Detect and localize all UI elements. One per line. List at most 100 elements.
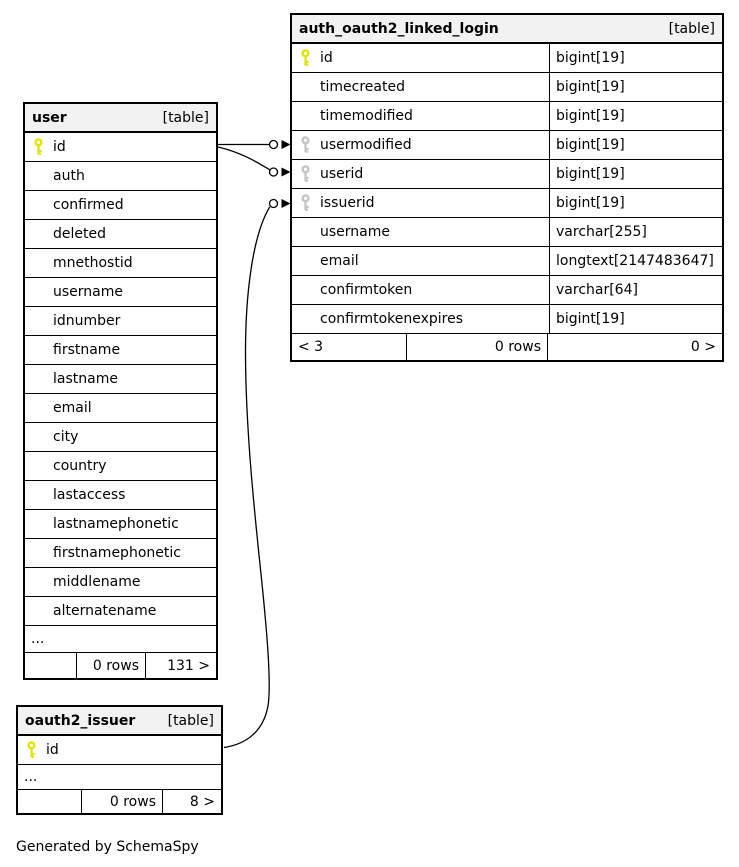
column-name: timecreated [320, 79, 405, 95]
column-name: confirmtoken [320, 282, 413, 298]
column-row-username[interactable]: username [25, 278, 216, 307]
primary-key-icon [34, 138, 43, 155]
foreign-key-icon [301, 194, 310, 211]
row-count: 0 rows [407, 334, 548, 360]
row-count: 0 rows [77, 653, 146, 678]
related-right-count: 131 > [167, 657, 210, 674]
column-row-userid[interactable]: userid bigint[19] [292, 160, 722, 189]
column-type: varchar[255] [556, 224, 647, 240]
column-name: deleted [53, 226, 106, 242]
column-name: username [320, 224, 390, 240]
column-name: userid [320, 166, 364, 182]
column-row-email[interactable]: email longtext[2147483647] [292, 247, 722, 276]
related-right-count: 8 > [189, 793, 215, 810]
column-type: bigint[19] [556, 79, 625, 95]
column-list: id [18, 736, 221, 765]
column-row-idnumber[interactable]: idnumber [25, 307, 216, 336]
table-footer: 0 rows 131 > [25, 653, 216, 678]
related-left-count [25, 653, 77, 678]
column-row-id[interactable]: id [25, 133, 216, 162]
row-count: 0 rows [82, 790, 163, 813]
column-row-lastname[interactable]: lastname [25, 365, 216, 394]
zero-or-one-circle [268, 167, 279, 177]
column-name: idnumber [53, 313, 121, 329]
table-name: auth_oauth2_linked_login [299, 20, 499, 37]
table-name: user [32, 109, 67, 126]
column-row-lastnamephonetic[interactable]: lastnamephonetic [25, 510, 216, 539]
ellipsis-row: ... [25, 626, 216, 653]
column-row-firstname[interactable]: firstname [25, 336, 216, 365]
table-oauth2_issuer[interactable]: oauth2_issuer [table] id ... 0 rows 8 > [16, 705, 223, 815]
column-row-middlename[interactable]: middlename [25, 568, 216, 597]
column-name: email [320, 253, 359, 269]
column-row-auth[interactable]: auth [25, 162, 216, 191]
table-type-badge: [table] [162, 109, 209, 126]
generated-by-note: Generated by SchemaSpy [16, 839, 199, 855]
column-type: bigint[19] [556, 108, 625, 124]
column-name: confirmed [53, 197, 124, 213]
column-row-id[interactable]: id [18, 736, 221, 765]
fk-connector-user-id-usermodified [218, 139, 291, 150]
fk-connector-user-id-userid [217, 146, 291, 177]
foreign-key-icon [301, 165, 310, 182]
column-name: timemodified [320, 108, 413, 124]
table-footer: 0 rows 8 > [18, 790, 221, 813]
column-type: bigint[19] [556, 166, 625, 182]
column-name: username [53, 284, 123, 300]
column-name: lastnamephonetic [53, 516, 179, 532]
column-row-city[interactable]: city [25, 423, 216, 452]
column-type: bigint[19] [556, 137, 625, 153]
table-footer: < 3 0 rows 0 > [292, 334, 722, 360]
zero-or-one-circle [268, 139, 279, 150]
column-type: bigint[19] [556, 311, 625, 327]
table-name: oauth2_issuer [25, 712, 136, 729]
column-row-country[interactable]: country [25, 452, 216, 481]
column-row-username[interactable]: username varchar[255] [292, 218, 722, 247]
primary-key-icon [301, 49, 310, 66]
column-name: issuerid [320, 195, 375, 211]
column-name: id [320, 50, 333, 66]
table-header[interactable]: user [table] [25, 104, 216, 133]
column-name: alternatename [53, 603, 157, 619]
table-type-badge: [table] [668, 20, 715, 37]
related-left-count [18, 790, 82, 813]
zero-or-one-circle [268, 198, 279, 209]
column-row-usermodified[interactable]: usermodified bigint[19] [292, 131, 722, 160]
column-row-timemodified[interactable]: timemodified bigint[19] [292, 102, 722, 131]
table-header[interactable]: auth_oauth2_linked_login [table] [292, 15, 722, 44]
column-name: usermodified [320, 137, 412, 153]
column-type: longtext[2147483647] [556, 253, 714, 269]
column-type: bigint[19] [556, 195, 625, 211]
column-row-email[interactable]: email [25, 394, 216, 423]
column-name: id [46, 742, 59, 758]
column-name: lastname [53, 371, 118, 387]
column-name: city [53, 429, 79, 445]
table-user[interactable]: user [table] id auth confirmed deleted mneth… [23, 102, 218, 680]
table-type-badge: [table] [167, 712, 214, 729]
column-row-lastaccess[interactable]: lastaccess [25, 481, 216, 510]
related-right-count: 0 > [690, 339, 716, 355]
related-left-count: < 3 [292, 334, 407, 360]
column-name: middlename [53, 574, 141, 590]
column-name: email [53, 400, 92, 416]
column-row-timecreated[interactable]: timecreated bigint[19] [292, 73, 722, 102]
foreign-key-icon [301, 136, 310, 153]
column-row-mnethostid[interactable]: mnethostid [25, 249, 216, 278]
table-header[interactable]: oauth2_issuer [table] [18, 707, 221, 736]
column-name: id [53, 139, 66, 155]
fk-connector-issuer-id-issuerid [223, 198, 291, 749]
column-row-alternatename[interactable]: alternatename [25, 597, 216, 626]
column-row-firstnamephonetic[interactable]: firstnamephonetic [25, 539, 216, 568]
column-row-deleted[interactable]: deleted [25, 220, 216, 249]
column-name: mnethostid [53, 255, 133, 271]
ellipsis-row: ... [18, 765, 221, 790]
column-row-issuerid[interactable]: issuerid bigint[19] [292, 189, 722, 218]
column-row-confirmed[interactable]: confirmed [25, 191, 216, 220]
primary-key-icon [27, 741, 36, 758]
